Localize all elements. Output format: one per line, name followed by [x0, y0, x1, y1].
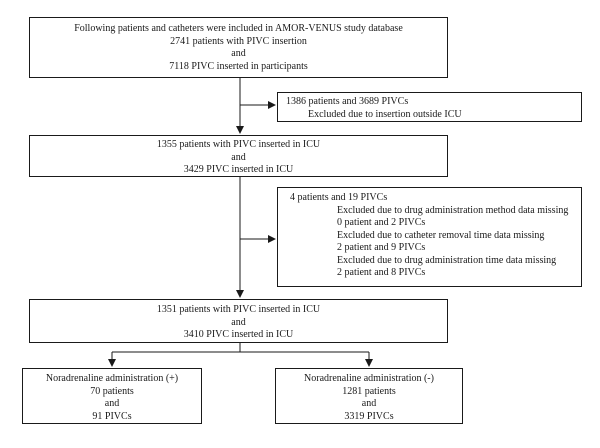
analysis-box-line-3: 3410 PIVC inserted in ICU [183, 329, 294, 340]
negative-box-pivcs: 3319 PIVCs [344, 410, 394, 422]
exclusion-removal-reason: Excluded due to catheter removal time da… [337, 229, 545, 241]
positive-box-pivcs: 91 PIVCs [92, 410, 132, 422]
exclusion-box-missing-data: 4 patients and 19 PIVCs Excluded due to … [277, 187, 582, 287]
exclusion-time-reason: Excluded due to drug administration time… [337, 254, 557, 266]
analysis-box-line-2: and [231, 316, 246, 328]
exclusion-time-count: 2 patient and 8 PIVCs [337, 267, 426, 278]
exclusion-missing-total: 4 patients and 19 PIVCs [290, 192, 388, 203]
icu-box: 1355 patients with PIVC inserted in ICU … [29, 135, 448, 177]
analysis-box-line-1: 1351 patients with PIVC inserted in ICU [156, 304, 321, 315]
included-box-line-2: 2741 patients with PIVC insertion [170, 35, 307, 47]
icu-box-line-2: and [231, 151, 246, 163]
noradrenaline-negative-box: Noradrenaline administration (-) 1281 pa… [275, 368, 463, 424]
exclusion-outside-icu-reason: Excluded due to insertion outside ICU [308, 108, 462, 120]
included-box-line-4: 7118 PIVC inserted in participants [169, 60, 308, 72]
icu-box-line-1: 1355 patients with PIVC inserted in ICU [156, 139, 321, 150]
included-box: Following patients and catheters were in… [29, 17, 448, 78]
exclusion-outside-icu-count: 1386 patients and 3689 PIVCs [286, 96, 409, 107]
positive-box-and: and [104, 398, 120, 409]
included-box-line-3: and [231, 48, 246, 59]
positive-box-title: Noradrenaline administration (+) [45, 373, 179, 384]
analysis-box: 1351 patients with PIVC inserted in ICU … [29, 299, 448, 343]
negative-box-title: Noradrenaline administration (-) [304, 373, 434, 384]
exclusion-method-reason: Excluded due to drug administration meth… [337, 204, 569, 216]
exclusion-method-count: 0 patient and 2 PIVCs [337, 217, 426, 228]
negative-box-patients: 1281 patients [342, 385, 396, 397]
noradrenaline-positive-box: Noradrenaline administration (+) 70 pati… [22, 368, 202, 424]
included-box-line-1: Following patients and catheters were in… [74, 23, 403, 34]
exclusion-box-outside-icu: 1386 patients and 3689 PIVCs Excluded du… [277, 92, 582, 122]
exclusion-removal-count: 2 patient and 9 PIVCs [337, 242, 426, 253]
positive-box-patients: 70 patients [90, 385, 134, 397]
icu-box-line-3: 3429 PIVC inserted in ICU [183, 164, 294, 175]
negative-box-and: and [361, 398, 377, 409]
